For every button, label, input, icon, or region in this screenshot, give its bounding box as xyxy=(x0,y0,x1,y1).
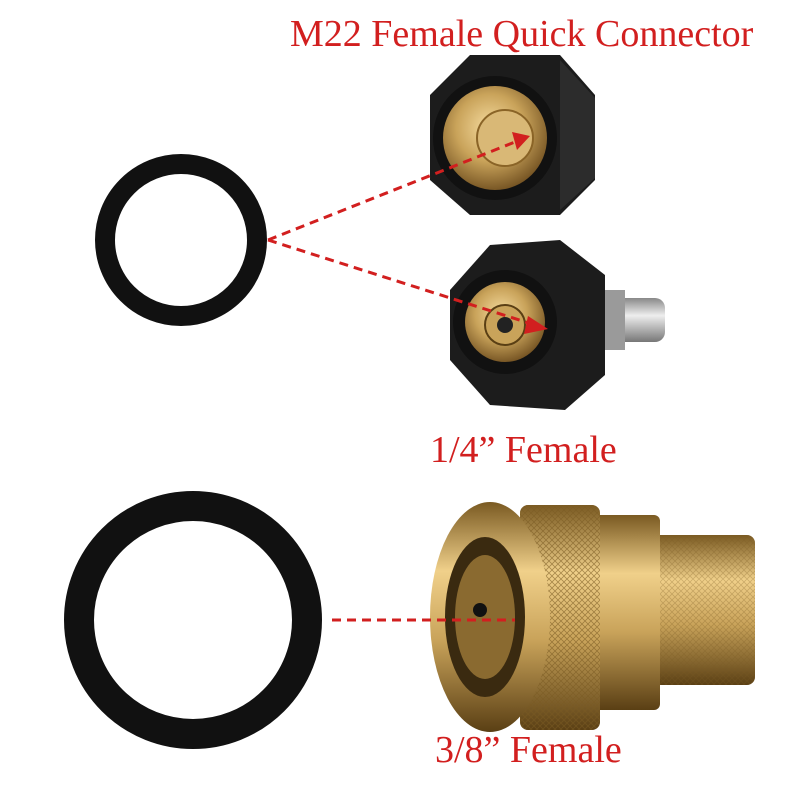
quarter-inch-label: 1/4” Female xyxy=(430,429,617,471)
dashed-pointers xyxy=(267,132,548,622)
m22-female-quick-connector xyxy=(430,55,595,215)
pointer-to-m22 xyxy=(267,138,521,242)
arrowhead-icon xyxy=(512,132,530,150)
pointer-to-quarter-inch xyxy=(267,238,536,327)
quarter-inch-female-connector xyxy=(450,240,665,410)
arrowhead-icon xyxy=(524,316,548,334)
small-oring xyxy=(95,154,267,326)
product-title: M22 Female Quick Connector xyxy=(290,13,754,55)
large-oring xyxy=(64,491,322,749)
three-eighths-female-connector xyxy=(430,502,755,732)
three-eighths-label: 3/8” Female xyxy=(435,729,622,771)
